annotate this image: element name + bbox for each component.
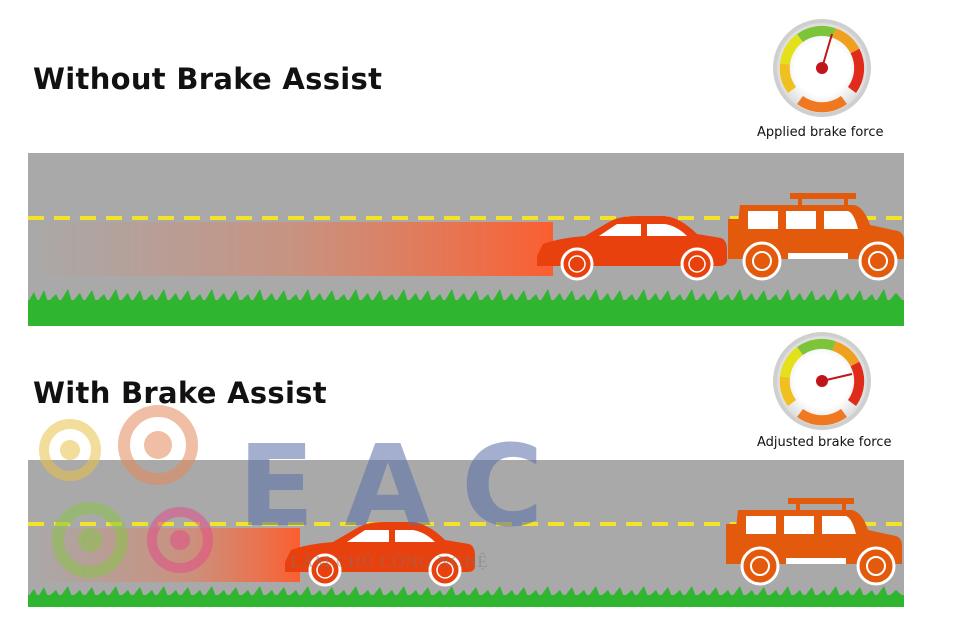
gauge-label-applied: Applied brake force	[757, 125, 884, 140]
gauge-icon-applied	[773, 19, 871, 117]
gauge-icon-adjusted	[773, 332, 871, 430]
panel-title-with: With Brake Assist	[33, 376, 327, 410]
skid-trail-without	[28, 222, 553, 276]
watermark-text: EAC	[238, 422, 573, 552]
panel-title-without: Without Brake Assist	[33, 62, 383, 96]
watermark-logo: EAC	[39, 405, 573, 578]
watermark-subtext: LÀM CHỦ CÔNG NGHỆ	[290, 552, 489, 571]
gauge-label-adjusted: Adjusted brake force	[757, 435, 892, 450]
